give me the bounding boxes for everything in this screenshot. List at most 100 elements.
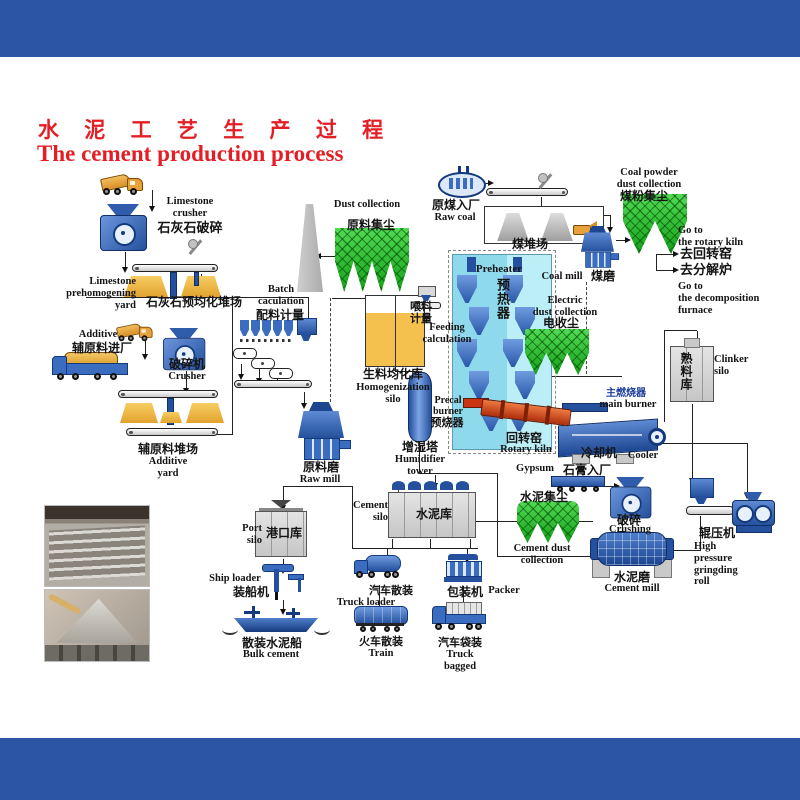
- cement-mill-icon: [590, 530, 674, 578]
- flow-line: [518, 376, 622, 377]
- label-bulk-cement-en: Bulk cement: [242, 649, 300, 660]
- label-cement-silo-zh: 水泥库: [415, 507, 452, 521]
- page-title-en: The cement production process: [37, 141, 344, 166]
- label-truck-loader-zh: 汽车散装: [369, 584, 413, 597]
- flow-line: [352, 548, 478, 549]
- label-go-decomposition-en: Go to the decomposition furnace: [678, 281, 760, 316]
- label-batch-en: Batch caculation: [257, 284, 305, 307]
- label-crushing-en: Crushing: [608, 524, 651, 535]
- clinker-silo-top: [684, 338, 700, 348]
- cyclone-icon: [457, 275, 477, 303]
- flow-line: [213, 434, 233, 435]
- label-preheater-zh: 预热器: [494, 278, 509, 320]
- flow-line: [321, 256, 338, 257]
- label-additive-crusher-en: Crusher: [168, 371, 206, 382]
- raw-mill-icon: [294, 402, 351, 460]
- flow-line: [283, 559, 284, 568]
- clinker-crusher-icon: [610, 477, 652, 519]
- conveyor: [118, 390, 218, 398]
- label-clinker-silo-en: Clinker silo: [714, 354, 749, 377]
- flow-line: [419, 440, 420, 474]
- flow-line: [697, 331, 698, 344]
- flow-line: [283, 600, 284, 609]
- label-rotary-kiln-en: Rotary kiln: [500, 444, 552, 455]
- feeding-hopper-icon: [414, 286, 441, 309]
- flow-arrow: [122, 267, 128, 273]
- label-bulk-cement-zh: 散装水泥船: [241, 636, 302, 650]
- chimney-icon: [297, 204, 323, 292]
- flow-line: [578, 521, 593, 522]
- flow-line: [232, 299, 233, 435]
- label-coal-mill-zh: 煤磨: [590, 269, 615, 283]
- label-cement-mill-zh: 水泥磨: [613, 570, 650, 584]
- flow-arrow: [673, 251, 679, 257]
- tanker-truck-icon: [354, 552, 402, 584]
- port-silo-icon: [255, 500, 309, 558]
- flow-line: [430, 539, 431, 548]
- label-coal-dust-zh: 煤粉集尘: [619, 189, 668, 203]
- train-car-icon: [354, 606, 408, 634]
- label-go-rotary-kiln-en: Go to the rotary kiln: [678, 225, 744, 248]
- flow-line: [86, 297, 308, 298]
- flow-line: [330, 298, 331, 402]
- label-humidifier-en: Humidifier tower: [394, 454, 446, 477]
- flow-arrow: [607, 227, 613, 233]
- roller-icon: [269, 368, 293, 379]
- loaded-truck-icon: [52, 352, 132, 388]
- flow-line: [664, 330, 697, 331]
- label-port-silo-en: Port silo: [242, 523, 262, 546]
- coal-mill-icon: [578, 226, 620, 268]
- flow-arrow: [625, 237, 631, 243]
- roller-icon: [251, 358, 275, 369]
- conveyor: [126, 428, 218, 436]
- label-homogenization-silo-zh: 生料均化库: [362, 367, 423, 381]
- label-precal-burner-zh: 预烧器: [430, 416, 464, 429]
- cooler-icon: [558, 416, 670, 464]
- flow-line: [379, 585, 380, 606]
- flow-line: [616, 240, 625, 241]
- flow-line: [662, 443, 747, 444]
- label-cooler-en: Cooler: [627, 450, 659, 461]
- label-dust-collection-zh: 原料集尘: [346, 218, 395, 232]
- flow-line: [700, 516, 701, 550]
- limestone-crusher-icon: [100, 204, 147, 252]
- flow-line: [304, 392, 305, 403]
- label-coal-dust-en: Coal powder dust collection: [616, 167, 682, 190]
- flow-line: [467, 549, 468, 557]
- label-limestone-crusher-en: Limestone crusher: [166, 196, 214, 219]
- label-homogenization-silo-en: Homogenization silo: [356, 382, 430, 405]
- flow-line: [470, 539, 471, 548]
- clinker-silo-icon: [670, 346, 714, 402]
- label-limestone-yard-zh: 石灰石预均化堆场: [145, 295, 242, 309]
- label-main-burner-en: main burner: [599, 399, 657, 410]
- label-truck-bagged-zh: 汽车袋装: [438, 636, 482, 649]
- dump-truck-icon: [99, 170, 146, 197]
- flow-line: [125, 252, 126, 267]
- label-port-silo-zh: 港口库: [265, 526, 302, 540]
- label-rotary-kiln-zh: 回转窑: [505, 431, 542, 445]
- flow-arrow: [149, 206, 155, 212]
- label-cement-dust-en: Cement dust collection: [513, 543, 571, 566]
- top-banner: [0, 0, 800, 57]
- flow-line: [664, 330, 665, 422]
- label-dust-collection-en: Dust collection: [333, 199, 401, 210]
- flow-line: [463, 586, 464, 604]
- label-precal-burner-en: Precal burner: [433, 395, 463, 418]
- label-cement-mill-en: Cement mill: [604, 583, 660, 594]
- cyclone-icon: [503, 339, 523, 367]
- flow-line: [259, 368, 260, 378]
- flow-arrow: [280, 609, 286, 615]
- cyclone-icon: [469, 307, 489, 335]
- label-raw-coal-en: Raw coal: [434, 212, 476, 223]
- flow-line: [604, 486, 614, 487]
- cyclone-icon: [503, 275, 523, 303]
- conveyor: [132, 264, 218, 272]
- label-cement-silo-en: Cement silo: [353, 500, 388, 523]
- label-train-en: Train: [368, 648, 394, 659]
- label-train-zh: 火车散装: [359, 635, 403, 648]
- label-go-decomposition-zh: 去分解炉: [680, 263, 733, 278]
- label-truck-bagged-en: Truck bagged: [443, 649, 477, 672]
- label-clinker-silo-zh: 熟料库: [679, 352, 693, 391]
- bagged-truck-icon: [432, 602, 486, 634]
- label-additive-in-en: Additive: [78, 329, 118, 340]
